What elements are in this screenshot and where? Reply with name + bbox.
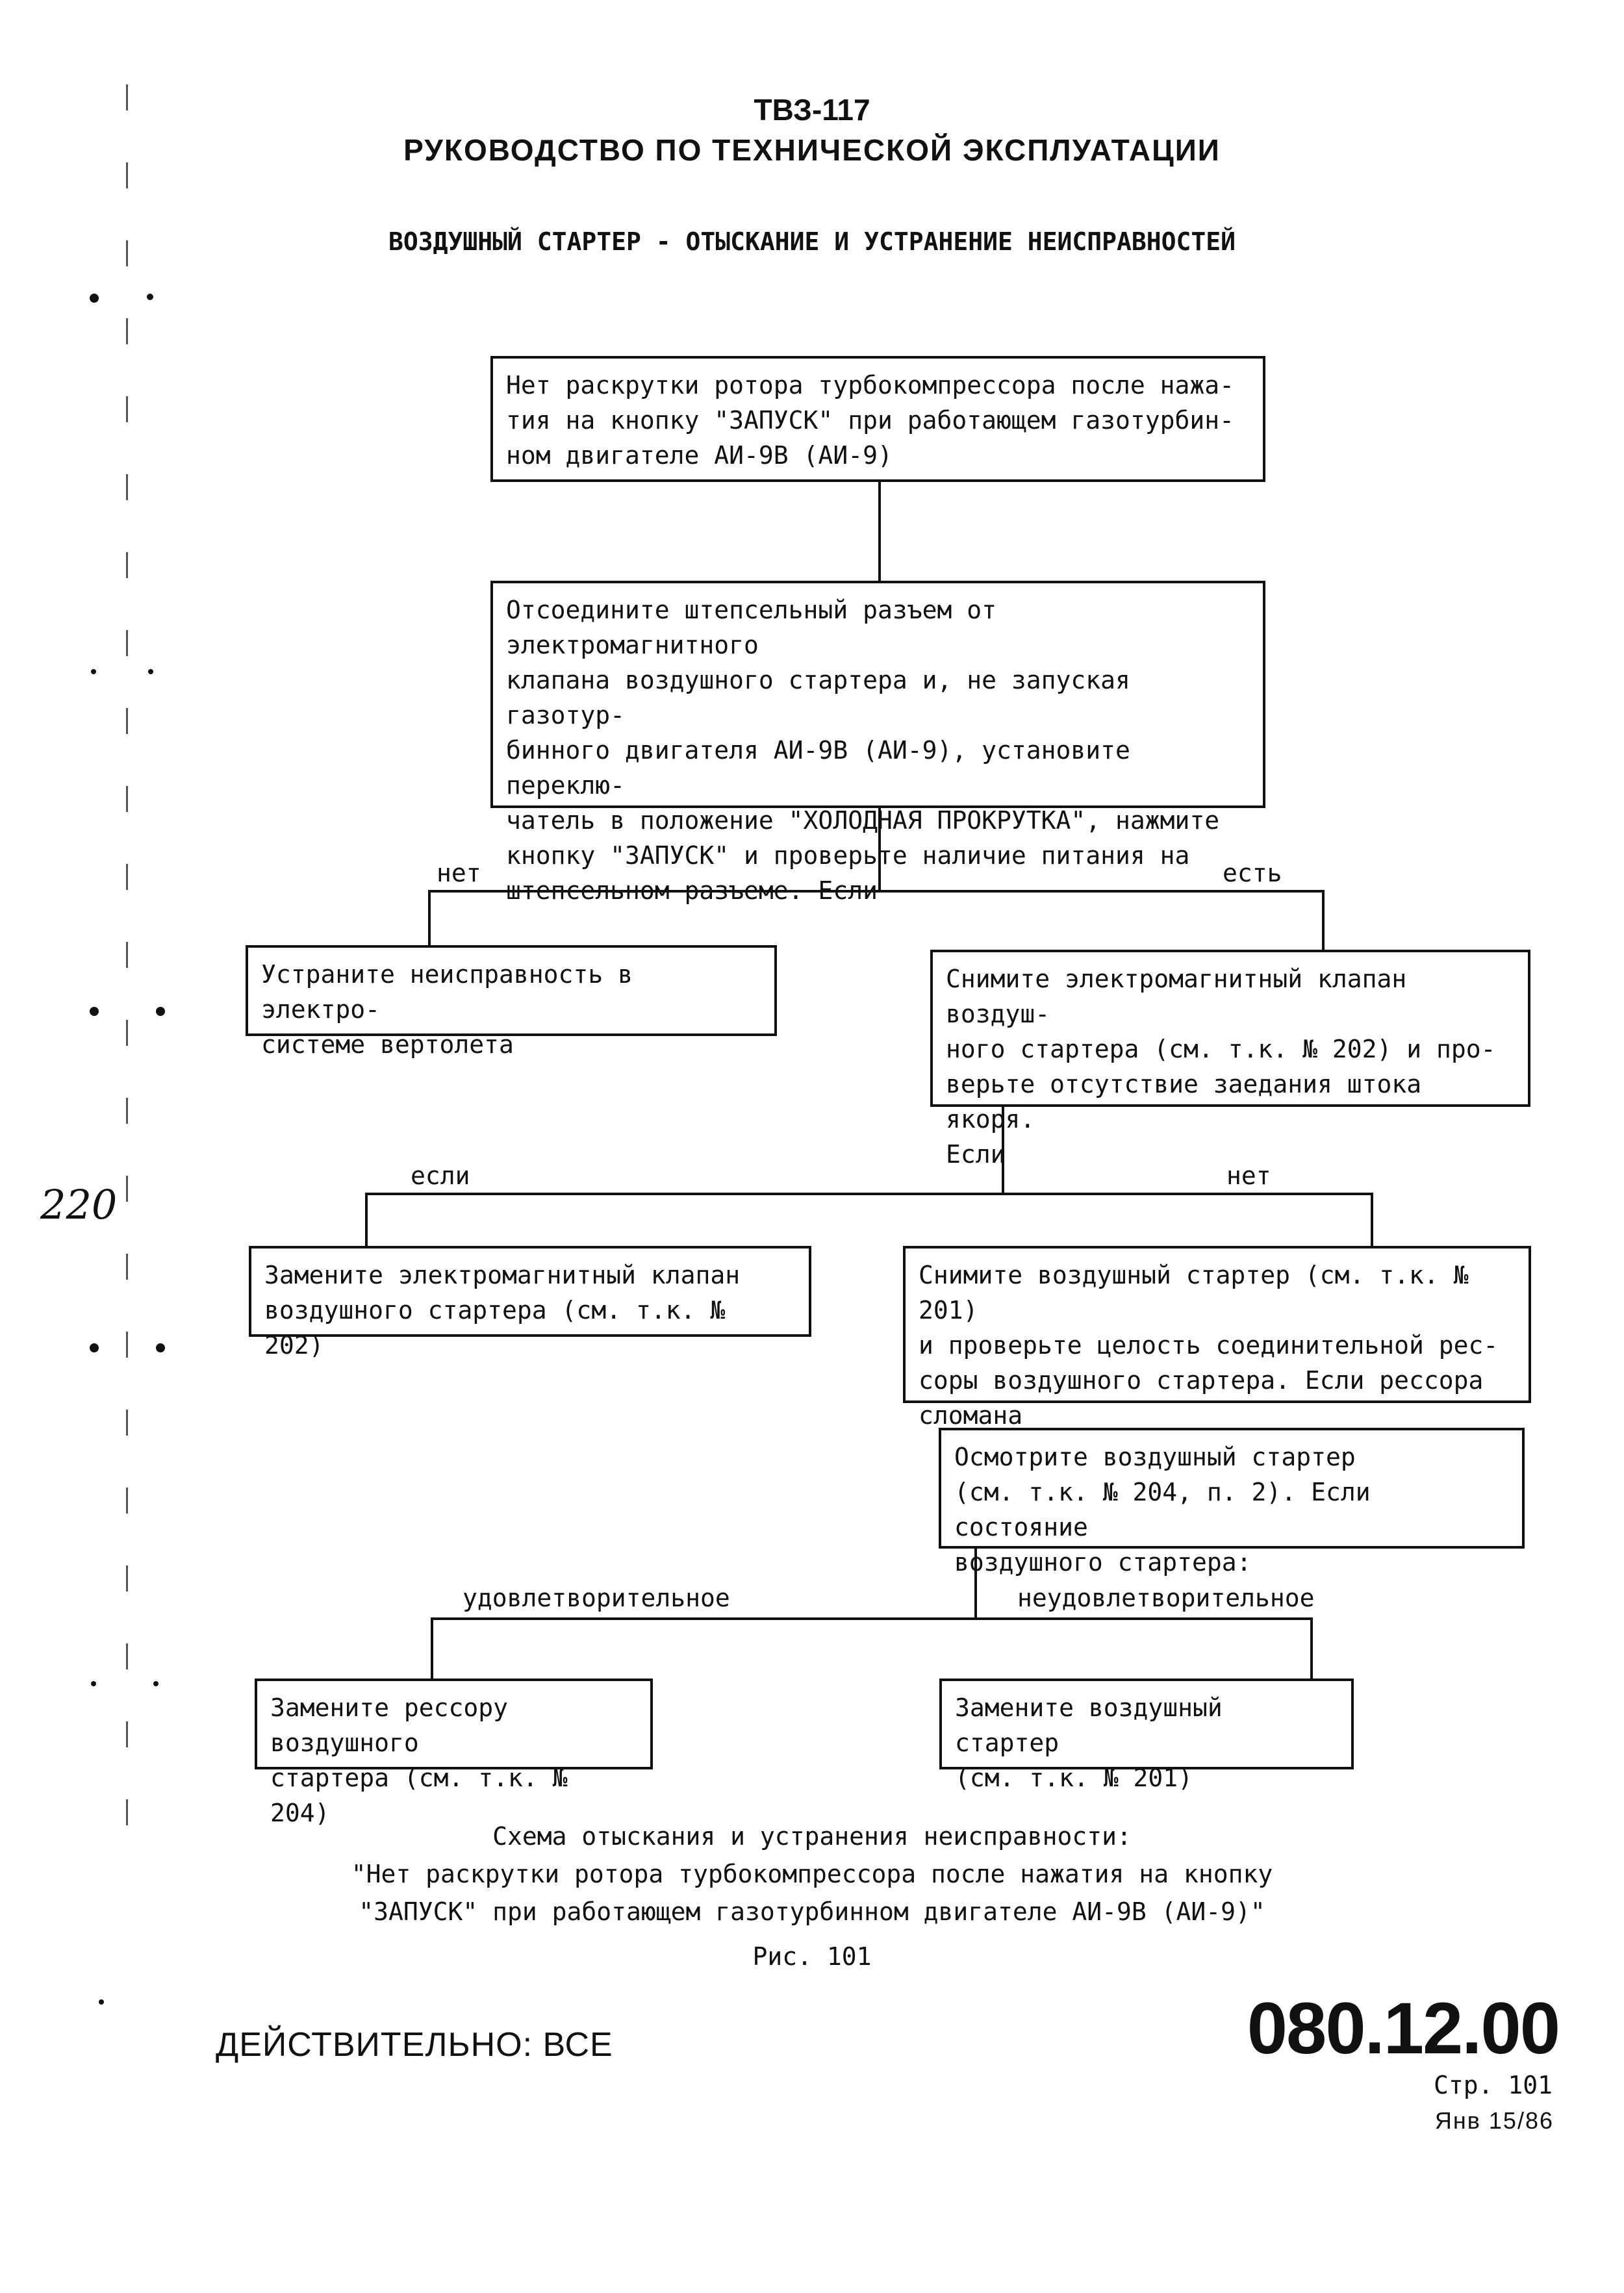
flow-node-problem: Нет раскрутки ротора турбокомпрессора по… [490, 356, 1265, 482]
flow-node-replace-spring: Замените рессору воздушного стартера (см… [255, 1679, 653, 1827]
flow-connector [1322, 890, 1325, 951]
punch-hole-mark [90, 1007, 99, 1016]
flow-connector [1002, 1107, 1004, 1195]
flow-connector [428, 890, 431, 947]
revision-date: Янв 15/86 [1434, 2107, 1554, 2134]
flow-connector [974, 1549, 977, 1620]
punch-hole-mark [91, 669, 96, 674]
flow-node-replace-starter: Замените воздушный стартер (см. т.к. № 2… [939, 1679, 1354, 1792]
section-title: ВОЗДУШНЫЙ СТАРТЕР - ОТЫСКАНИЕ И УСТРАНЕН… [388, 227, 1236, 256]
flow-node-remove-valve: Снимите электромагнитный клапан воздуш- … [930, 950, 1530, 1169]
punch-hole-mark [148, 669, 153, 674]
punch-hole-mark [153, 1681, 159, 1686]
branch-label-has-power: есть [1223, 859, 1282, 887]
flow-node-check-power: Отсоедините штепсельный разъем от электр… [490, 581, 1265, 905]
flow-connector [878, 482, 881, 582]
punch-hole-mark [90, 1343, 99, 1352]
document-model: ТВЗ-117 [754, 93, 870, 127]
flow-node-fix-electrical: Устраните неисправность в электро- систе… [246, 945, 777, 1059]
flow-connector [1310, 1617, 1313, 1680]
branch-label-jam-yes: если [411, 1161, 470, 1190]
punch-hole-mark [147, 294, 153, 300]
branch-label-unsatisfactory: неудовлетворительное [1017, 1584, 1315, 1612]
flow-node-remove-starter: Снимите воздушный стартер (см. т.к. № 20… [903, 1246, 1531, 1430]
flow-connector [365, 1193, 1373, 1195]
flow-connector [431, 1617, 433, 1680]
handwritten-margin-note: 220 [40, 1181, 118, 1228]
margin-rule [126, 84, 128, 1838]
punch-hole-mark [156, 1007, 165, 1016]
flow-connector [431, 1617, 1313, 1620]
punch-hole-mark [156, 1343, 165, 1352]
punch-hole-mark [99, 1999, 104, 2005]
figure-caption-line: Схема отыскания и устранения неисправнос… [492, 1822, 1132, 1851]
figure-caption-line: "ЗАПУСК" при работающем газотурбинном дв… [359, 1897, 1265, 1926]
flow-connector [428, 890, 1325, 893]
chapter-code: 080.12.00 [1247, 1988, 1560, 2069]
troubleshooting-flowchart: Нет раскрутки ротора турбокомпрессора по… [246, 356, 1531, 1827]
figure-caption-line: "Нет раскрутки ротора турбокомпрессора п… [351, 1860, 1273, 1888]
flow-connector [365, 1193, 368, 1247]
flow-connector [878, 808, 881, 893]
punch-hole-mark [90, 294, 99, 303]
punch-hole-mark [91, 1681, 96, 1686]
figure-number: Рис. 101 [752, 1942, 872, 1971]
branch-label-satisfactory: удовлетворительное [463, 1584, 730, 1612]
flow-node-inspect-starter: Осмотрите воздушный стартер (см. т.к. № … [939, 1428, 1525, 1577]
flow-connector [1371, 1193, 1373, 1247]
flow-node-replace-valve: Замените электромагнитный клапан воздушн… [249, 1246, 811, 1360]
branch-label-no-power: нет [437, 859, 481, 887]
branch-label-jam-no: нет [1226, 1161, 1271, 1190]
page-number: Стр. 101 [1433, 2071, 1553, 2099]
validity-statement: ДЕЙСТВИТЕЛЬНО: ВСЕ [216, 2026, 613, 2064]
document-title: РУКОВОДСТВО ПО ТЕХНИЧЕСКОЙ ЭКСПЛУАТАЦИИ [403, 133, 1221, 167]
